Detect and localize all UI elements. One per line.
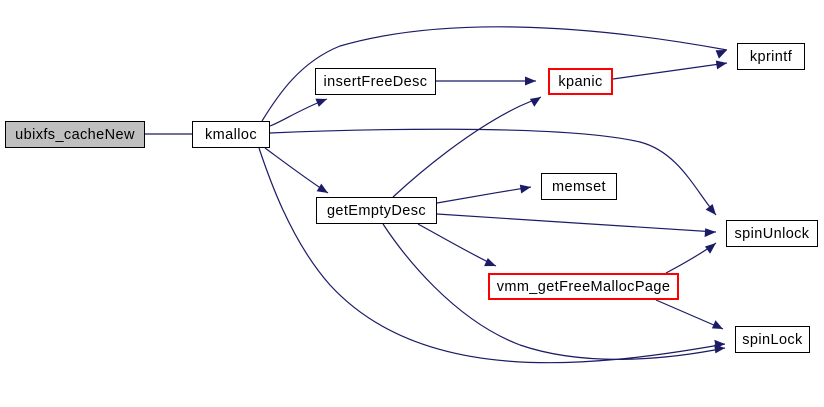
node-kpanic[interactable]: kpanic	[548, 68, 613, 95]
arrowhead-icon	[705, 243, 716, 254]
node-label: vmm_getFreeMallocPage	[496, 278, 671, 295]
arrowhead-icon	[715, 50, 727, 59]
node-label: insertFreeDesc	[323, 73, 428, 90]
edge-line	[382, 223, 726, 360]
node-label: getEmptyDesc	[326, 202, 427, 219]
call-edge-getEmptyDesc-to-spinLock	[382, 223, 726, 360]
call-edge-getEmptyDesc-to-vmm_getFreeMallocPage	[417, 223, 497, 267]
edge-line	[392, 96, 542, 198]
edge-line	[269, 128, 717, 216]
call-edge-kmalloc-to-spinLock	[258, 147, 726, 364]
edge-line	[612, 62, 728, 80]
node-label: spinLock	[742, 331, 803, 348]
call-edge-vmm_getFreeMallocPage-to-spinLock	[655, 299, 724, 330]
node-label: kmalloc	[205, 126, 257, 143]
node-insertFreeDesc[interactable]: insertFreeDesc	[315, 68, 436, 95]
call-edge-insertFreeDesc-to-kpanic	[436, 76, 536, 86]
edge-line	[655, 299, 724, 330]
node-label: ubixfs_cacheNew	[15, 126, 135, 143]
arrowhead-icon	[711, 320, 723, 329]
node-kmalloc[interactable]: kmalloc	[192, 121, 270, 148]
edge-line	[258, 147, 726, 364]
node-label: memset	[552, 178, 606, 195]
arrowhead-icon	[704, 228, 716, 238]
arrowhead-icon	[529, 97, 541, 107]
node-label: spinUnlock	[734, 225, 810, 242]
arrowhead-icon	[715, 60, 727, 70]
node-spinUnlock[interactable]: spinUnlock	[726, 220, 818, 247]
call-edge-getEmptyDesc-to-memset	[436, 184, 532, 204]
edge-line	[436, 186, 532, 204]
call-edge-kmalloc-to-kprintf	[261, 26, 728, 122]
node-spinLock[interactable]: spinLock	[735, 326, 810, 353]
edge-line	[261, 26, 728, 122]
arrowhead-icon	[705, 204, 716, 215]
call-edge-kpanic-to-kprintf	[612, 60, 728, 80]
arrowhead-icon	[484, 258, 496, 267]
arrowhead-icon	[525, 76, 536, 86]
arrowhead-icon	[316, 183, 328, 193]
node-kprintf[interactable]: kprintf	[737, 43, 805, 70]
call-edge-kmalloc-to-getEmptyDesc	[264, 147, 329, 194]
arrowhead-icon	[315, 98, 327, 107]
node-getEmptyDesc[interactable]: getEmptyDesc	[316, 197, 437, 224]
call-edge-kmalloc-to-spinUnlock	[269, 128, 717, 216]
edge-line	[436, 213, 717, 233]
node-label: kprintf	[749, 48, 793, 65]
call-edge-getEmptyDesc-to-spinUnlock	[436, 213, 717, 238]
arrowhead-icon	[519, 184, 531, 194]
call-edge-vmm_getFreeMallocPage-to-spinUnlock	[665, 242, 717, 274]
node-label: kpanic	[558, 73, 603, 90]
arrowhead-icon	[714, 344, 725, 354]
call-edge-getEmptyDesc-to-kpanic	[392, 96, 542, 198]
node-vmm_getFreeMallocPage[interactable]: vmm_getFreeMallocPage	[488, 273, 679, 300]
node-memset[interactable]: memset	[541, 173, 617, 200]
edge-line	[417, 223, 497, 267]
node-ubixfs_cacheNew[interactable]: ubixfs_cacheNew	[5, 121, 145, 148]
call-edge-kmalloc-to-insertFreeDesc	[269, 98, 328, 127]
edge-line	[264, 147, 329, 194]
